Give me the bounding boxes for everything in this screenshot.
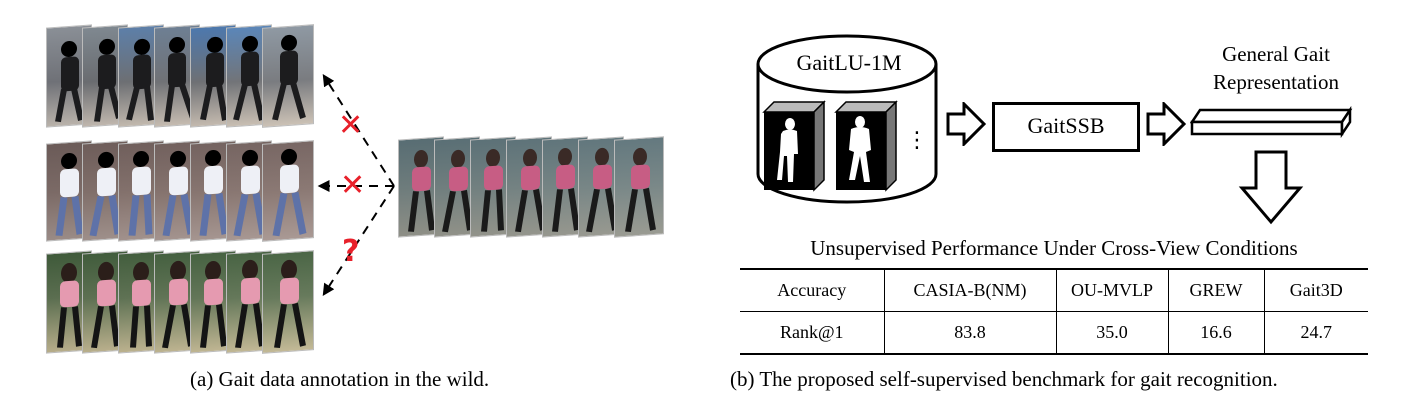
gait-frame <box>190 24 236 128</box>
matching-arrows <box>317 73 395 297</box>
caption-b: (b) The proposed self-supervised benchma… <box>730 367 1278 391</box>
table-header-cell: CASIA-B(NM) <box>883 269 1056 312</box>
silhouette-sample-1 <box>762 100 826 192</box>
gait-frame <box>226 24 272 128</box>
gait-frame <box>506 136 552 238</box>
gait-frame <box>118 250 164 354</box>
gait-frame <box>226 250 272 354</box>
dataset-label: GaitLU-1M <box>796 50 902 75</box>
silhouette-sample-2 <box>834 100 898 192</box>
arrow-to-row-3 <box>322 185 395 297</box>
table-header-cell: OU-MVLP <box>1055 269 1168 312</box>
table-header-cell: Accuracy <box>777 280 847 300</box>
representation-vector <box>1190 105 1353 139</box>
uncertain-mark: ? <box>342 234 360 269</box>
gait-frame <box>46 250 92 354</box>
gait-frame <box>434 136 480 238</box>
representation-label-line-1: General Gait <box>1222 42 1330 66</box>
gait-frame <box>226 140 272 242</box>
gait-frame <box>46 24 92 128</box>
gait-sequence-row-3 <box>46 250 318 358</box>
table-row: Rank@1 83.8 35.0 16.6 24.7 <box>740 311 1368 354</box>
mismatch-mark-2: ✕ <box>340 168 366 203</box>
table-header-row: Accuracy CASIA-B(NM) OU-MVLP GREW Gait3D <box>740 269 1368 312</box>
gait-frame <box>46 140 92 242</box>
model-box <box>992 102 1140 152</box>
query-gait-sequence <box>398 134 666 242</box>
table-header-cell: Gait3D <box>1263 269 1368 312</box>
dataset-cylinder <box>756 34 938 204</box>
model-label: GaitSSB <box>1027 113 1105 138</box>
table-cell: 35.0 <box>1055 311 1168 354</box>
arrow-to-row-1 <box>322 73 395 187</box>
flow-arrow-1 <box>946 102 986 146</box>
gait-frame <box>118 140 164 242</box>
gait-frame <box>398 136 444 238</box>
gait-frame <box>154 250 200 354</box>
gait-frame <box>470 136 516 238</box>
gait-frame <box>82 250 128 354</box>
gait-frame <box>82 140 128 242</box>
representation-label-line-2: Representation <box>1213 70 1339 94</box>
gait-frame <box>190 250 236 354</box>
performance-table: Accuracy CASIA-B(NM) OU-MVLP GREW Gait3D… <box>740 268 1368 355</box>
gait-frame <box>542 136 588 238</box>
table-cell: Rank@1 <box>779 322 844 342</box>
table-cell: 16.6 <box>1167 311 1264 354</box>
flow-arrow-down <box>1238 150 1304 225</box>
gait-frame <box>262 250 314 354</box>
table-header-cell: GREW <box>1167 269 1264 312</box>
gait-frame <box>262 24 314 128</box>
gait-frame <box>118 24 164 128</box>
table-title: Unsupervised Performance Under Cross-Vie… <box>810 236 1298 260</box>
gait-frame <box>190 140 236 242</box>
gait-frame <box>614 136 664 238</box>
table-cell: 24.7 <box>1263 311 1368 354</box>
gait-sequence-row-1 <box>46 24 318 132</box>
caption-a: (a) Gait data annotation in the wild. <box>190 367 490 391</box>
gait-frame <box>262 140 314 242</box>
more-samples-ellipsis: ⋮ <box>906 128 928 153</box>
gait-frame <box>578 136 624 238</box>
gait-sequence-row-2 <box>46 140 318 246</box>
table-cell: 83.8 <box>883 311 1056 354</box>
flow-arrow-2 <box>1146 102 1186 146</box>
gait-frame <box>154 140 200 242</box>
gait-frame <box>82 24 128 128</box>
mismatch-mark-1: ✕ <box>338 108 364 143</box>
